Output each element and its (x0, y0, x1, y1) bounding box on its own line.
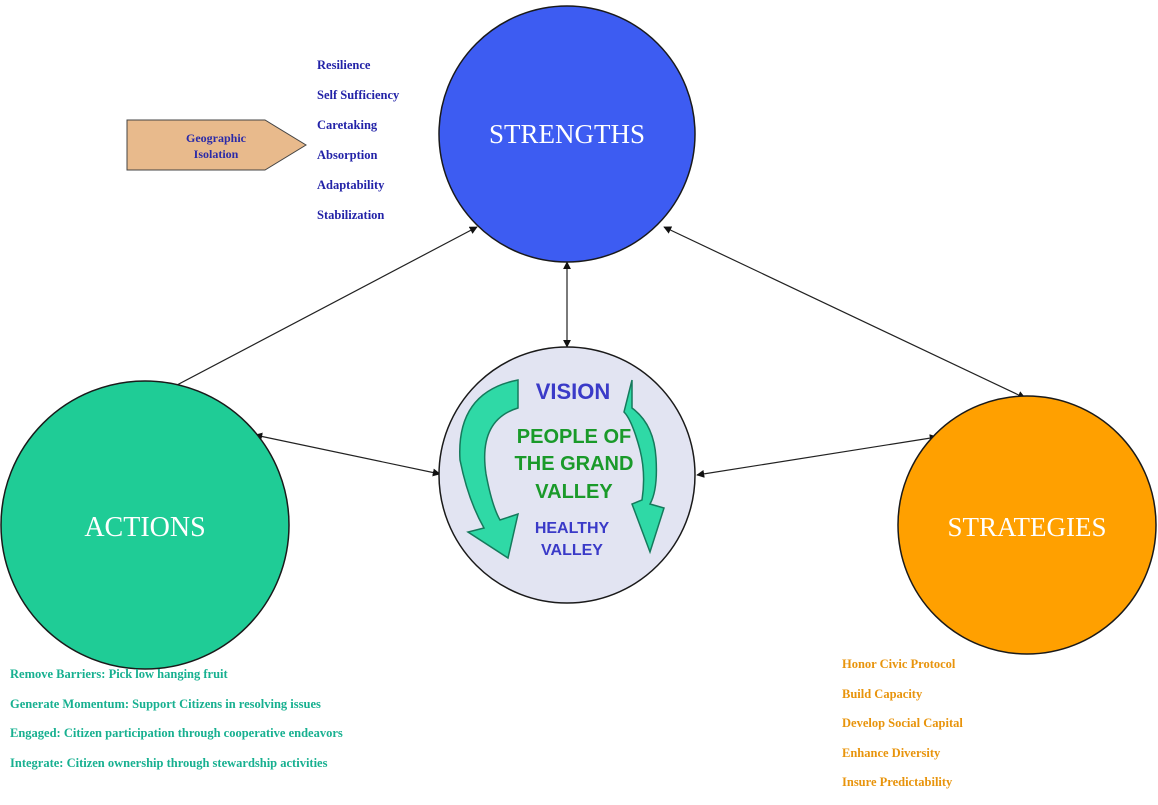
list-item: Absorption (317, 148, 378, 162)
arrow-strengths-strategies (663, 226, 1026, 399)
geographic-isolation-tag (126, 119, 307, 171)
strategies-circle (897, 395, 1157, 655)
list-item: Resilience (317, 58, 371, 72)
strengths-label: STRENGTHS (489, 119, 645, 149)
list-item: Enhance Diversity (842, 745, 941, 760)
geographic-tag-line1: Geographic (186, 131, 247, 145)
vision-center-line2: THE GRAND (515, 453, 634, 475)
list-item: Engaged: Citizen participation through c… (10, 726, 343, 740)
right-cycle-arrow (623, 379, 665, 555)
list-item: Remove Barriers: Pick low hanging fruit (10, 667, 228, 681)
actions-label: ACTIONS (84, 512, 205, 543)
vision-bottom-line1: HEALTHY (535, 520, 610, 537)
list-item: Generate Momentum: Support Citizens in r… (10, 696, 321, 711)
list-item: Integrate: Citizen ownership through ste… (10, 755, 328, 770)
cycle-arrows (459, 379, 665, 560)
list-item: Adaptability (317, 178, 385, 192)
strategies-list: Honor Civic Protocol Build Capacity Deve… (842, 657, 963, 805)
list-item: Stabilization (317, 208, 385, 222)
list-item: Self Sufficiency (317, 88, 400, 102)
strengths-list: Resilience Self Sufficiency Caretaking A… (317, 58, 399, 238)
strategies-label: STRATEGIES (947, 512, 1106, 542)
list-item: Insure Predictability (842, 775, 953, 789)
vision-bottom-line2: VALLEY (541, 542, 603, 559)
vision-center-line1: PEOPLE OF (517, 426, 631, 448)
left-cycle-arrow (459, 379, 520, 560)
vision-title: VISION (536, 379, 611, 404)
arrow-actions-vision (254, 432, 441, 477)
geographic-tag-line2: Isolation (194, 147, 239, 161)
arrow-vision-strategies (696, 434, 938, 478)
list-item: Honor Civic Protocol (842, 657, 956, 671)
list-item: Develop Social Capital (842, 716, 963, 730)
strengths-circle (438, 5, 696, 263)
actions-list: Remove Barriers: Pick low hanging fruit … (10, 667, 343, 785)
list-item: Build Capacity (842, 686, 923, 701)
list-item: Caretaking (317, 118, 378, 132)
arrow-strengths-actions (157, 226, 478, 396)
actions-circle (0, 380, 290, 670)
vision-center-line3: VALLEY (535, 481, 613, 503)
